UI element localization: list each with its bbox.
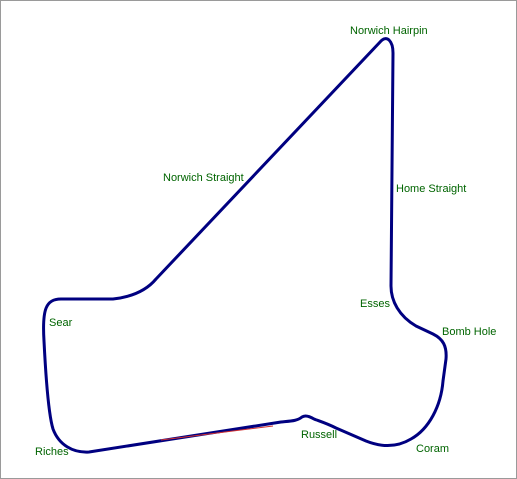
label-norwich-hairpin: Norwich Hairpin: [350, 25, 428, 37]
label-esses: Esses: [360, 298, 390, 310]
label-russell: Russell: [301, 429, 337, 441]
label-sear: Sear: [49, 317, 73, 329]
label-bomb-hole: Bomb Hole: [442, 326, 496, 338]
label-home-straight: Home Straight: [396, 183, 466, 195]
pit-lane: [160, 425, 274, 441]
label-riches: Riches: [35, 446, 69, 458]
track-outline: [42, 37, 448, 454]
label-norwich-straight: Norwich Straight: [163, 172, 244, 184]
label-coram: Coram: [416, 443, 449, 455]
